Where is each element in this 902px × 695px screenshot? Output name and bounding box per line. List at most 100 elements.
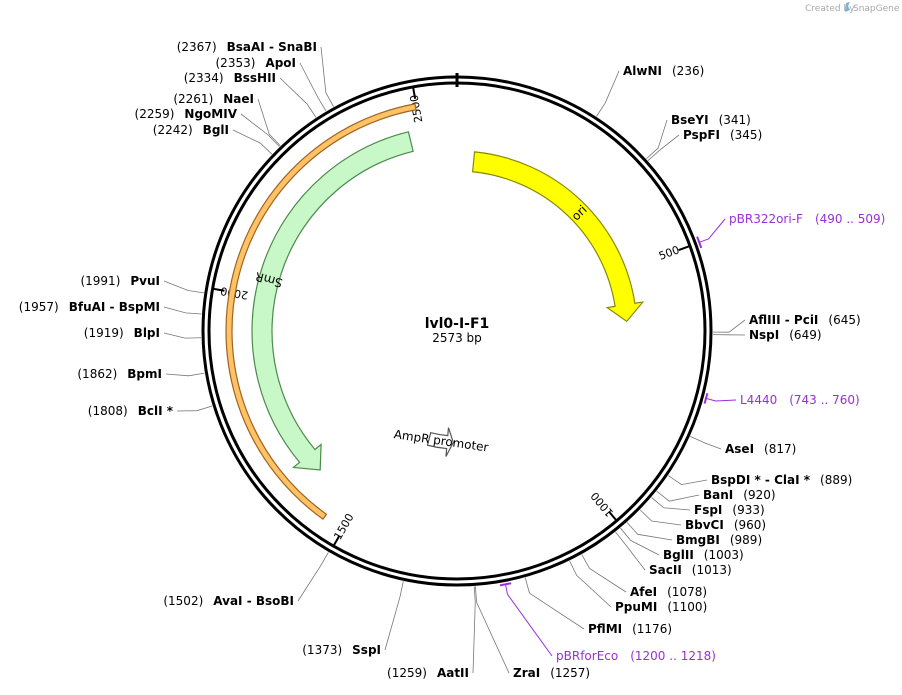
site-ngomiv[interactable]: (2259)NgoMIV [135,107,238,121]
site-line-blpi [163,332,202,339]
site-name: NaeI [223,92,254,106]
site-sspi[interactable]: (1373) SspI [302,643,381,657]
site-line-avai-bsobi [297,552,329,602]
site-position: (817) [764,442,796,456]
site-position: (933) [732,503,764,517]
site-position: (345) [730,128,762,142]
watermark-brand: SnapGene [853,4,900,14]
site-line-sacii [615,531,646,571]
site-position: (1502) [163,594,203,608]
primer-pbrforeco[interactable]: pBRforEco(1200 .. 1218) [556,649,716,663]
site-line-bcli-star [176,405,213,412]
site-position: (2261) [173,92,213,106]
site-position: (1176) [632,622,672,636]
site-line-naei [257,98,281,147]
site-position: (2353) [216,56,256,70]
site-pvui[interactable]: (1991)PvuI [80,274,160,288]
site-position: (1373) [302,643,342,657]
tick-2000 [213,287,225,292]
site-line-pflmi [524,577,585,630]
site-name: FspI [694,503,722,517]
site-name: PspFI [683,128,720,142]
site-bgli[interactable]: (2242)BglI [153,123,229,137]
site-line-bsshii [279,77,317,118]
site-bbvci[interactable]: BbvCI(960) [685,518,766,532]
watermark-prefix: Created by [805,4,855,14]
primer-bar-l4440 [703,392,709,404]
site-line-ngomiv [240,113,280,147]
site-ppumi[interactable]: PpuMI(1100) [615,600,707,614]
site-position: (989) [730,533,762,547]
site-position: (2367) [177,40,217,54]
site-position: (2334) [184,71,224,85]
site-line-apoi [299,62,327,112]
site-name: AfeI [630,585,657,599]
site-position: (1957) [19,300,59,314]
site-position: (1919) [84,326,124,340]
site-nspi[interactable]: NspI(649) [749,328,822,342]
site-line-bmgbi [626,522,673,541]
site-name: AatII [437,666,469,680]
site-name: ApoI [265,56,296,70]
site-name: NspI [749,328,779,342]
tick-label-500: 500 [657,243,681,262]
primer-bar-pbr322ori-f [696,236,703,249]
site-line-zrai [475,586,510,674]
site-name: AvaI - BsoBI [213,594,294,608]
site-bsshii[interactable]: (2334) BssHII [184,71,276,85]
site-name: BanI [703,488,733,502]
feature-ori [471,151,645,323]
site-name: NgoMIV [184,107,237,121]
site-name: BssHII [234,71,276,85]
site-afei[interactable]: AfeI(1078) [630,585,707,599]
site-avai-bsobi[interactable]: (1502) AvaI - BsoBI [163,594,294,608]
site-name: SacII [649,563,682,577]
site-name: PflMI [588,622,622,636]
site-bfuai-bspmi[interactable]: (1957)BfuAI - BspMI [19,300,160,314]
site-line-bgli [232,129,273,155]
site-blpi[interactable]: (1919)BlpI [84,326,160,340]
site-position: (1991) [80,274,120,288]
site-apoi[interactable]: (2353) ApoI [216,56,297,70]
site-position: (1003) [704,548,744,562]
site-naei[interactable]: (2261) NaeI [173,92,254,106]
site-bglii[interactable]: BglII(1003) [663,548,744,562]
site-bsaai-snabi[interactable]: (2367) BsaAI - SnaBI [177,40,317,54]
site-bcli-star[interactable]: (1808)BclI * [88,404,174,418]
tick-label-1500: 1500 [331,511,356,542]
site-name: SspI [352,643,381,657]
site-bseyi[interactable]: BseYI(341) [671,113,751,127]
primer-l4440[interactable]: L4440(743 .. 760) [740,393,860,407]
site-line-pspfi [647,134,680,161]
site-alwni[interactable]: AlwNI(236) [623,64,704,78]
site-zrai[interactable]: ZraI(1257) [513,666,590,680]
site-sacii[interactable]: SacII(1013) [649,563,732,577]
site-fspi[interactable]: FspI (933) [694,503,765,517]
site-bpmi[interactable]: (1862)BpmI [77,367,162,381]
site-pspfi[interactable]: PspFI (345) [683,128,762,142]
tick-2500 [412,87,417,99]
tick-500 [678,245,690,252]
site-name: BspDI * - ClaI * [711,473,811,487]
site-aatii[interactable]: (1259) AatII [387,666,469,680]
site-bmgbi[interactable]: BmgBI(989) [676,533,762,547]
site-position: (2242) [153,123,193,137]
site-position: (1808) [88,404,128,418]
site-name: AlwNI [623,64,662,78]
site-asei[interactable]: AseI(817) [725,442,796,456]
site-afliii-pcii[interactable]: AflIII - PciI(645) [749,313,861,327]
site-name: BbvCI [685,518,724,532]
primer-bar-pbrforeco [499,582,512,587]
tick-1500 [333,535,341,546]
primer-pbr322ori-f[interactable]: pBR322ori-F(490 .. 509) [729,212,885,226]
site-position: (1259) [387,666,427,680]
site-name: BsaAI - SnaBI [227,40,317,54]
tick-label-1000: 1000 [588,489,616,519]
site-bspdi-star-clai-star[interactable]: BspDI * - ClaI *(889) [711,473,852,487]
primer-range: (490 .. 509) [815,212,885,226]
tick-label-2500: 2500 [408,94,426,124]
site-pflmi[interactable]: PflMI (1176) [588,622,672,636]
site-bani[interactable]: BanI(920) [703,488,776,502]
